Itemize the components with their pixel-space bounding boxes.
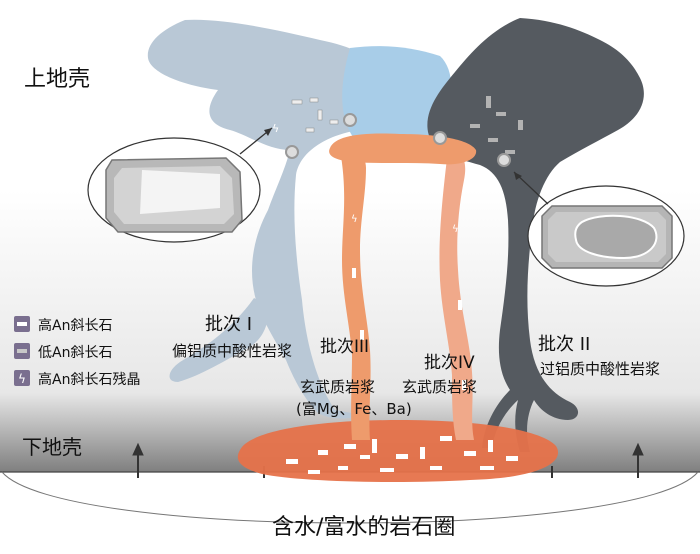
batch-1-desc: 偏铝质中酸性岩浆 — [172, 342, 292, 360]
legend-label: 高An斜长石 — [38, 317, 112, 334]
basaltic-magma-pool — [237, 420, 559, 482]
batch-1-title: 批次 I — [205, 314, 252, 335]
callout-rimmed-crystal — [513, 171, 685, 287]
batch-2-magma-body — [427, 18, 644, 452]
mantle-lens — [1, 471, 699, 524]
batch-3-desc-1: 玄武质岩浆 — [300, 378, 375, 396]
batch-2-title: 批次 II — [538, 334, 590, 355]
batch-4-desc: 玄武质岩浆 — [402, 378, 477, 396]
svg-text:ϟ: ϟ — [452, 224, 459, 235]
batch-1-lower-branch — [169, 298, 269, 382]
batch-1-crystals: ϟ — [272, 97, 357, 159]
batch-2-desc: 过铝质中酸性岩浆 — [540, 360, 660, 378]
legend-label: 高An斜长石残晶 — [38, 371, 140, 388]
mantle-label: 含水/富水的岩石圈 — [272, 515, 455, 540]
legend-item-relict: ϟ 高An斜长石残晶 — [14, 370, 140, 388]
high-an-relict-icon — [14, 370, 30, 386]
batch-1-magma-body — [147, 19, 390, 419]
upward-arrows — [132, 442, 644, 478]
batch-4-title: 批次IV — [424, 353, 475, 373]
conduit-crystals: ϟ ϟ — [351, 214, 466, 390]
lower-crust-label: 下地壳 — [22, 435, 82, 459]
batch-3-desc-2: (富Mg、Fe、Ba) — [296, 400, 412, 418]
legend-label: 低An斜长石 — [38, 345, 112, 361]
svg-text:ϟ: ϟ — [272, 122, 279, 135]
magma-mixing-zone — [342, 46, 452, 147]
legend-item-low-an: 低An斜长石 — [14, 343, 112, 361]
batch-3-conduit — [340, 149, 371, 441]
callout-zoned-crystal — [87, 127, 273, 243]
pool-crystals — [286, 436, 518, 474]
batch-3-title: 批次III — [320, 337, 369, 357]
batch-2-crystals — [433, 96, 523, 167]
legend: 高An斜长石 低An斜长石 ϟ 高An斜长石残晶 — [14, 316, 140, 388]
legend-item-high-an: 高An斜长石 — [14, 316, 112, 334]
upper-crust-label: 上地壳 — [24, 67, 90, 92]
svg-text:ϟ: ϟ — [351, 214, 358, 225]
svg-text:ϟ: ϟ — [18, 372, 26, 386]
batch-4-conduit — [439, 150, 474, 440]
